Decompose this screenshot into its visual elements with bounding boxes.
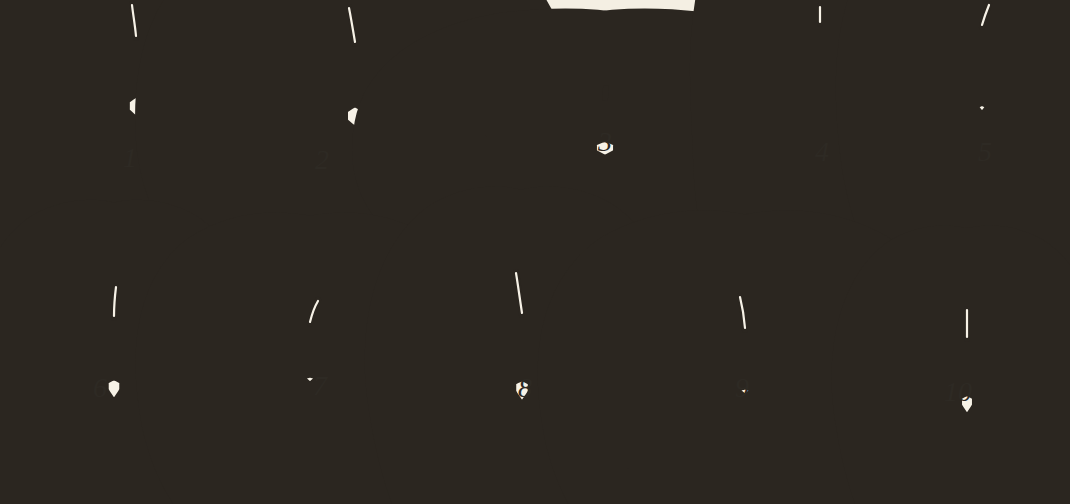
callout-number: 3	[598, 128, 612, 156]
callout-number: 9	[735, 374, 749, 402]
callout-number: 7	[313, 372, 327, 400]
callout-number: 5	[978, 138, 992, 166]
callout-number: 6	[93, 374, 107, 402]
apple-stems	[114, 4, 989, 339]
callout-number: 8	[518, 374, 532, 402]
callout-number: 4	[815, 138, 829, 166]
callout-number: 1	[123, 144, 137, 172]
callout-number: 2	[315, 146, 329, 174]
callout-number: 10	[944, 378, 972, 406]
